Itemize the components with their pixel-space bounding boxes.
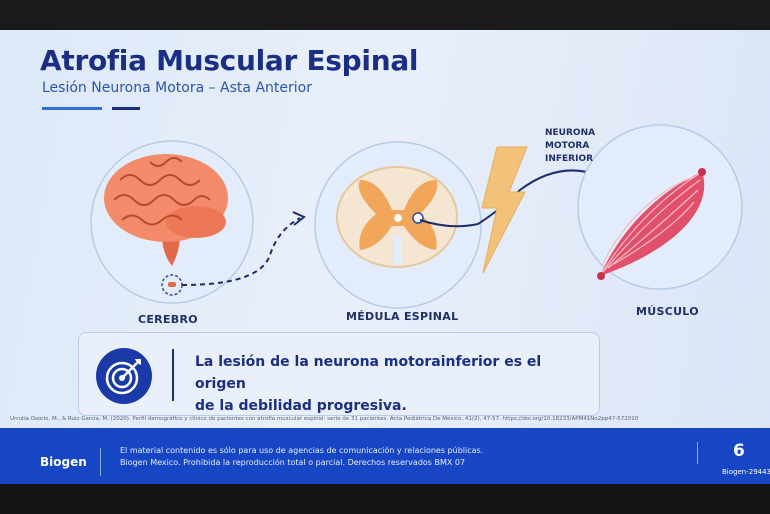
neuron-label-line: MOTORA [545,141,590,151]
page-number: 6 [733,441,745,461]
photo-top-border [0,0,770,30]
spinal-cord-illustration [314,141,482,309]
muscle-label: MÚSCULO [636,305,699,318]
brain-illustration [90,140,254,304]
title-underline-accent [42,107,102,110]
document-code: Biogen-29443 [722,468,770,476]
brand-logo-text: Biogen [40,455,87,469]
lightning-bolt-icon [481,146,528,274]
callout-line-2: de la debilidad progresiva. [195,398,407,414]
spinal-cord-label: MÉDULA ESPINAL [346,310,459,323]
legal-line-2: Biogen Mexico. Prohibida la reproducción… [120,458,466,467]
diagram-canvas [90,124,743,309]
callout-line-1: La lesión de la neurona motorainferior e… [195,354,542,392]
neuron-label-line: NEURONA [545,128,596,138]
slide-footer: Biogen El material contenido es sólo par… [0,428,770,484]
brain-to-spine-connector [181,211,306,286]
legal-notice: El material contenido es sólo para uso d… [120,445,483,469]
callout-text: La lesión de la neurona motorainferior e… [195,351,585,417]
slide-subtitle: Lesión Neurona Motora – Asta Anterior [42,80,312,96]
brain-label: CEREBRO [138,313,198,326]
presentation-slide: Atrofia Muscular Espinal Lesión Neurona … [0,30,770,484]
target-icon [96,348,152,404]
page-number-divider [697,442,698,464]
reference-citation: Urrutia Osorio, M., & Ruiz García, M. (2… [10,416,639,422]
legal-line-1: El material contenido es sólo para uso d… [120,446,484,455]
muscle-illustration [577,124,743,290]
neuron-label-line: INFERIOR [545,154,594,164]
key-message-callout: La lesión de la neurona motorainferior e… [78,332,600,416]
photo-bottom-border [0,484,770,514]
title-underline-dark [112,107,140,110]
footer-divider [100,448,101,476]
lower-motor-neuron-label: NEURONA MOTORA INFERIOR [545,127,615,166]
slide-title: Atrofia Muscular Espinal [40,44,419,77]
callout-divider [172,349,174,401]
